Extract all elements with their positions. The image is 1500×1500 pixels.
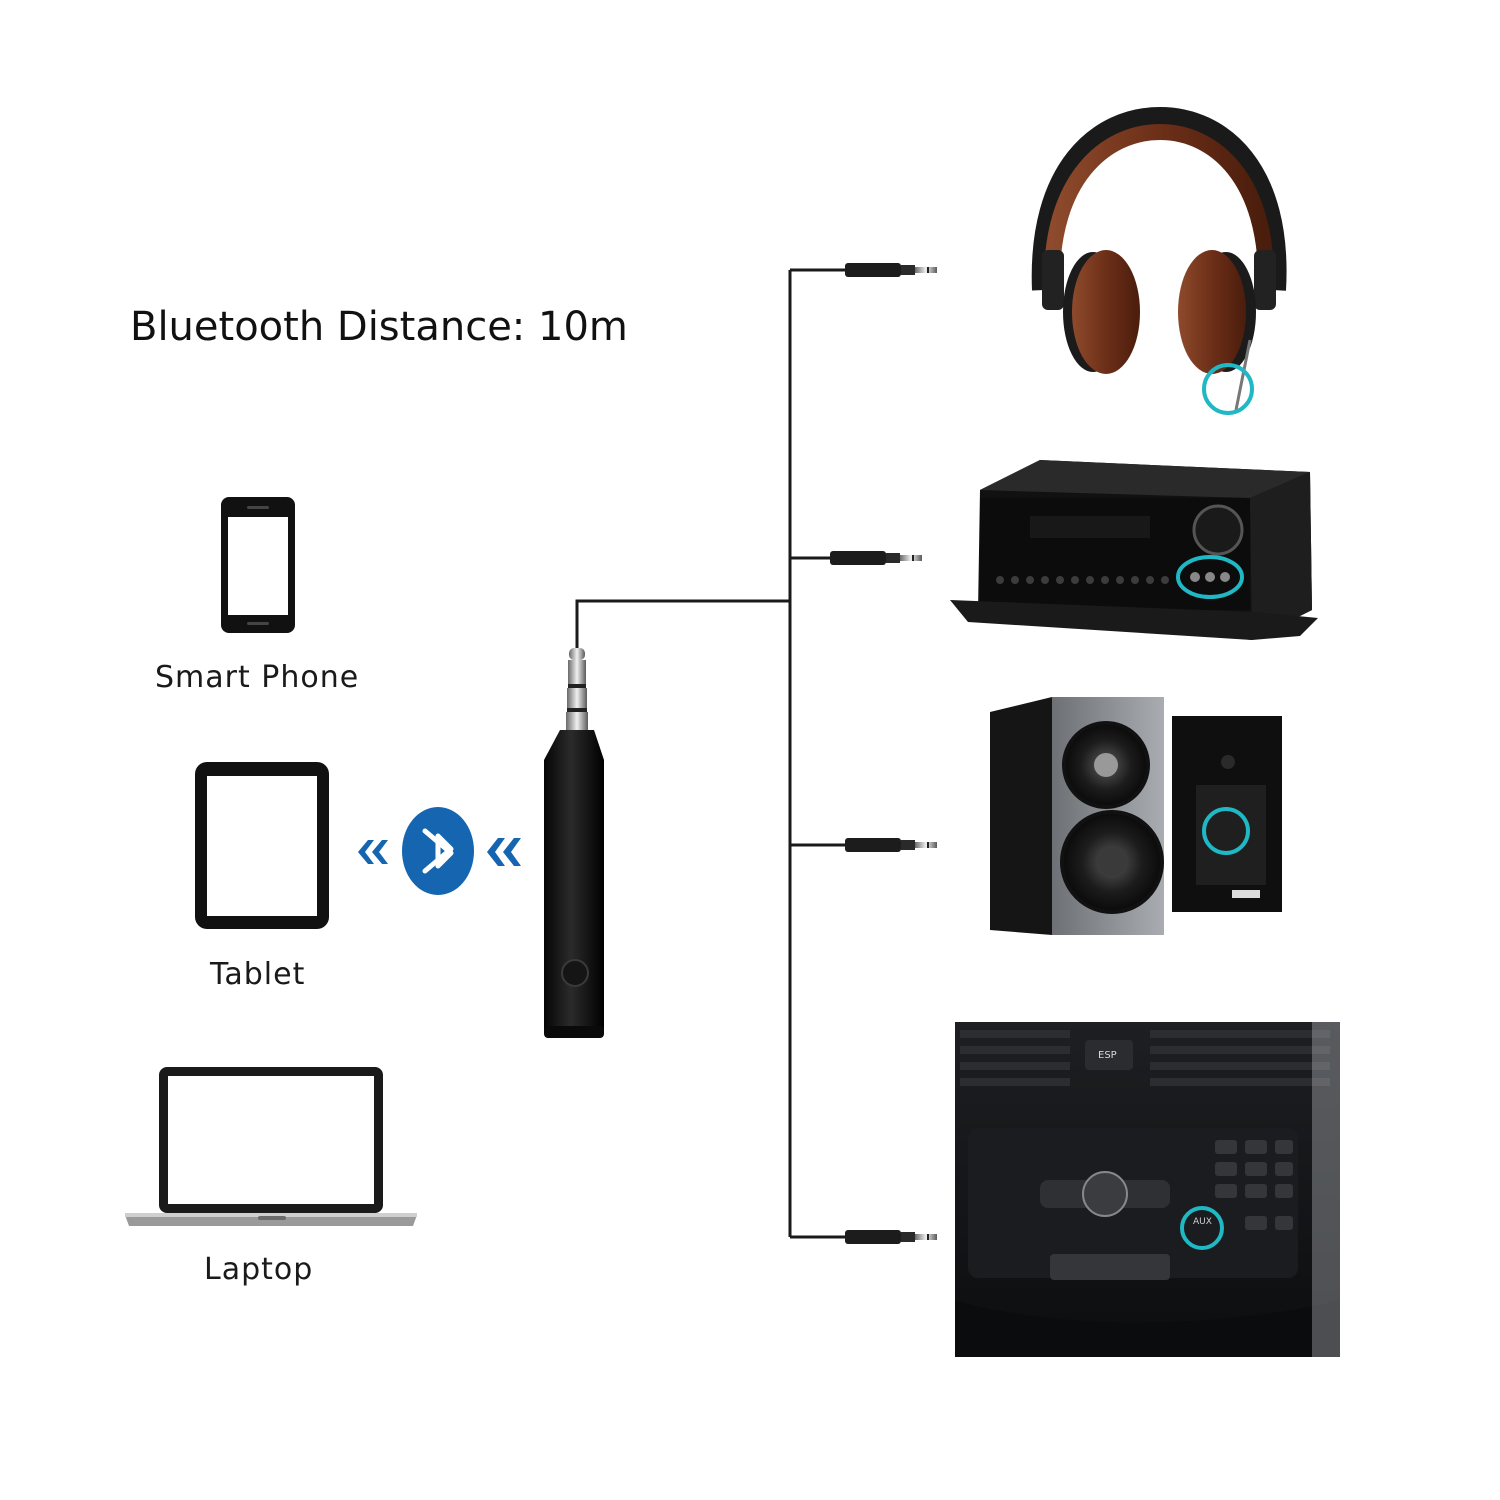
- car-stereo-icon: [955, 1022, 1340, 1357]
- headphone-jack-highlight: [1202, 363, 1254, 415]
- laptop-icon: [125, 1067, 417, 1226]
- smartphone-label: Smart Phone: [155, 660, 360, 695]
- jack-connector-4: [845, 1230, 937, 1244]
- speaker-jack-highlight: [1202, 807, 1250, 855]
- jack-connector-2: [830, 551, 922, 565]
- jack-connector-3: [845, 838, 937, 852]
- bookshelf-speakers-icon: [990, 697, 1282, 935]
- smartphone-icon: [221, 497, 295, 633]
- bluetooth-receiver-icon: [544, 599, 790, 1038]
- car-aux-label: AUX: [1193, 1217, 1212, 1227]
- headphones-icon: [1031, 106, 1287, 415]
- car-esp-label: ESP: [1098, 1050, 1117, 1061]
- av-receiver-icon: [950, 460, 1318, 640]
- jack-connector-1: [845, 263, 937, 277]
- page-title: Bluetooth Distance: 10m: [130, 304, 628, 350]
- tablet-label: Tablet: [210, 957, 306, 992]
- branch-cable: [788, 268, 845, 1239]
- car-aux-highlight: [1180, 1206, 1224, 1250]
- bluetooth-icon: [402, 807, 474, 895]
- signal-arrows-left: [358, 840, 388, 864]
- signal-arrows-right: [487, 838, 521, 866]
- tablet-icon: [195, 762, 329, 929]
- receiver-jack-highlight: [1176, 555, 1244, 599]
- laptop-label: Laptop: [204, 1252, 314, 1287]
